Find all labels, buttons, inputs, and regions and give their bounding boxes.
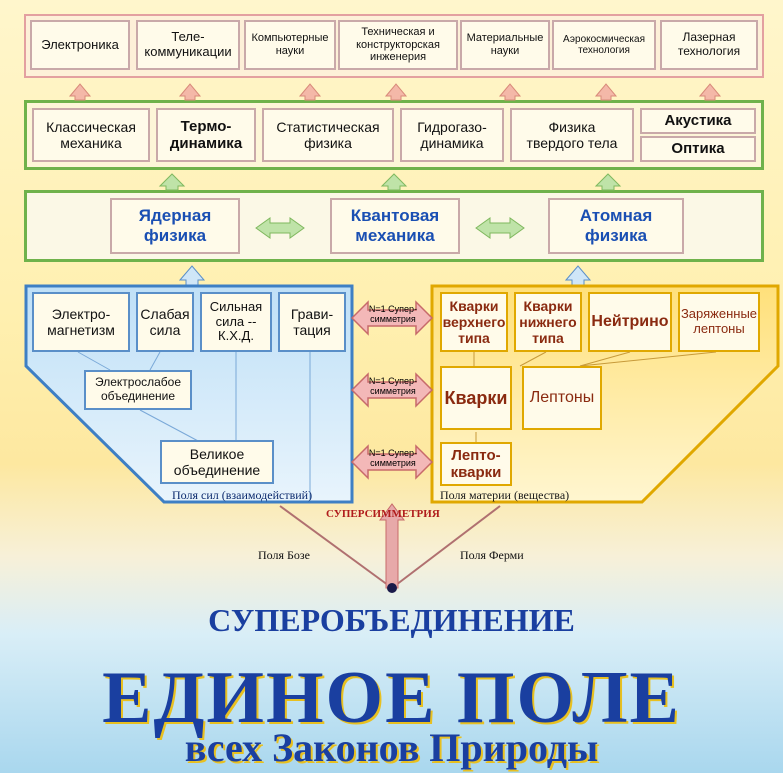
app-materials: Материальные науки — [460, 20, 550, 70]
supersymmetry-label: СУПЕРСИММЕТРИЯ — [326, 508, 440, 520]
matter-caption: Поля материи (вещества) — [440, 488, 570, 502]
matter-down-quarks: Кварки нижнего типа — [514, 292, 582, 352]
fermi-fields-label: Поля Ферми — [460, 548, 524, 562]
matter-neutrino: Нейтрино — [588, 292, 672, 352]
app-electronics: Электроника — [30, 20, 130, 70]
phys-statistical: Статистическая физика — [262, 108, 394, 162]
phys-acoustics: Акустика — [640, 108, 756, 134]
matter-leptons: Лептоны — [522, 366, 602, 430]
force-electromagnetism: Электро- магнетизм — [32, 292, 130, 352]
app-engineering: Техническая и конструкторская инженерия — [338, 20, 458, 70]
bose-fields-label: Поля Бозе — [258, 548, 310, 562]
matter-leptoquarks: Лепто- кварки — [440, 442, 512, 486]
unified-field-title: ЕДИНОЕ ПОЛЕ — [102, 657, 681, 739]
app-laser: Лазерная технология — [660, 20, 758, 70]
electroweak-unification: Электрослабое объединение — [84, 370, 192, 410]
phys-thermodynamics: Термо- динамика — [156, 108, 256, 162]
laws-of-nature-subtitle: всех Законов Природы — [184, 725, 599, 770]
susy-link-3: N=1 Супер- симметрия — [368, 448, 418, 468]
matter-up-quarks: Кварки верхнего типа — [440, 292, 508, 352]
phys-optics: Оптика — [640, 136, 756, 162]
susy-link-1: N=1 Супер- симметрия — [368, 304, 418, 324]
phys-classical-mechanics: Классическая механика — [32, 108, 150, 162]
phys-solid-state: Физика твердого тела — [510, 108, 634, 162]
core-atomic: Атомная физика — [548, 198, 684, 254]
core-quantum: Квантовая механика — [330, 198, 460, 254]
force-weak: Слабая сила — [136, 292, 194, 352]
app-computer-science: Компьютерные науки — [244, 20, 336, 70]
matter-quarks: Кварки — [440, 366, 512, 430]
force-gravitation: Грави- тация — [278, 292, 346, 352]
origin-point — [387, 583, 397, 593]
core-nuclear: Ядерная физика — [110, 198, 240, 254]
app-aerospace: Аэрокосмическая технология — [552, 20, 656, 70]
app-telecom: Теле- коммуникации — [136, 20, 240, 70]
matter-charged-leptons: Заряженные лептоны — [678, 292, 760, 352]
susy-link-2: N=1 Супер- симметрия — [368, 376, 418, 396]
force-strong-qcd: Сильная сила -- К.Х.Д. — [200, 292, 272, 352]
grand-unification: Великое объединение — [160, 440, 274, 484]
phys-hydrodynamics: Гидрогазо- динамика — [400, 108, 504, 162]
forces-caption: Поля сил (взаимодействий) — [172, 488, 313, 502]
superunification-title: СУПЕРОБЪЕДИНЕНИЕ — [208, 602, 575, 638]
